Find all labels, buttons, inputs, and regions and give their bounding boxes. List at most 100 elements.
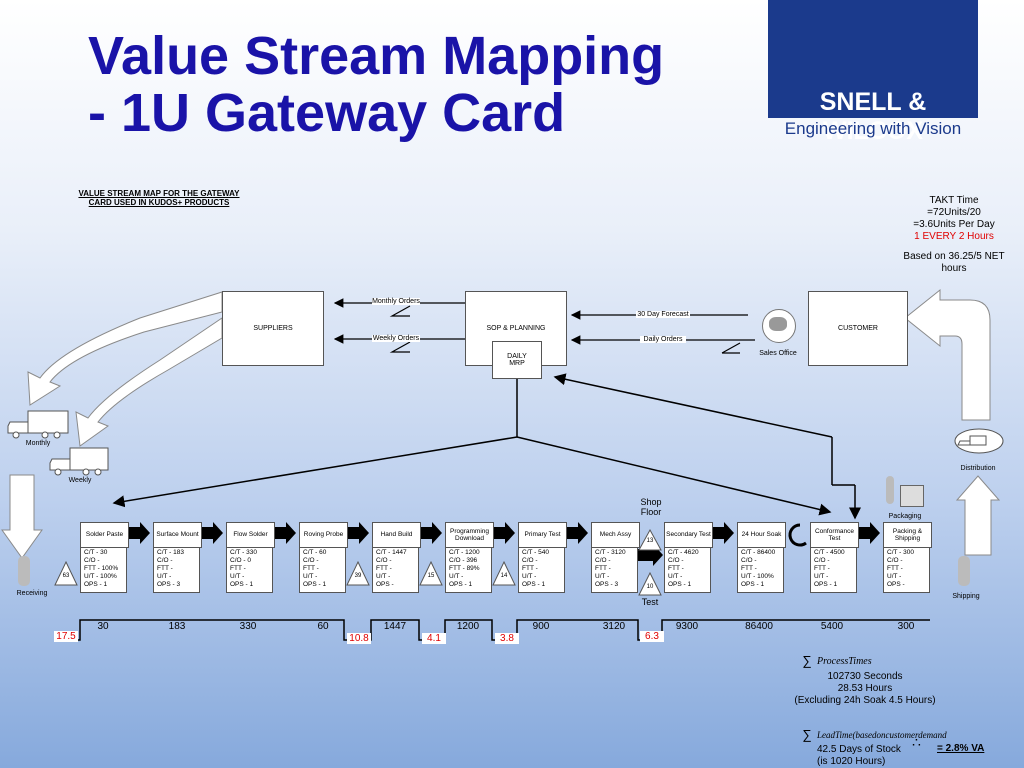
- process-name: Solder Paste: [80, 522, 129, 548]
- takt-line-1: TAKT Time: [929, 195, 979, 206]
- daily-mrp-label-1: DAILY: [507, 353, 527, 360]
- takt-time-note: TAKT Time =72Units/20 =3.6Units Per Day …: [890, 195, 1018, 275]
- inventory-shop-floor: 13: [646, 538, 654, 544]
- process-data-box: C/T - 30 C/O - FTT - 100% U/T - 100% OPS…: [80, 547, 127, 593]
- packaging-icon: [900, 485, 924, 507]
- process-data-box: C/T - 3120 C/O - FTT - U/T - OPS - 3: [591, 547, 638, 593]
- timeline-process-time: 60: [317, 621, 329, 632]
- process-name: Hand Build: [372, 522, 421, 548]
- takt-line-6: hours: [941, 263, 967, 274]
- timeline-ladder: [55, 619, 930, 641]
- distribution-truck-icon: [954, 428, 1004, 454]
- logo-name: SNELL & WILCOX: [819, 88, 927, 145]
- customer-label: CUSTOMER: [838, 325, 878, 332]
- process-data-box: C/T - 4620 C/O - FTT - U/T - OPS - 1: [664, 547, 711, 593]
- process-data-box: C/T - 60 C/O - FTT - U/T - OPS - 1: [299, 547, 346, 593]
- page-title: Value Stream Mapping - 1U Gateway Card: [88, 26, 665, 144]
- suppliers-label: SUPPLIERS: [253, 325, 293, 332]
- title-line-1: Value Stream Mapping: [88, 26, 665, 86]
- process-name: 24 Hour Soak: [737, 522, 786, 548]
- process-name: Packing & Shipping: [883, 522, 932, 548]
- process-times-label: ProcessTimes: [817, 656, 872, 667]
- process-name: Flow Solder: [226, 522, 275, 548]
- packaging-label: Packaging: [888, 513, 922, 520]
- process-name: Roving Probe: [299, 522, 348, 548]
- map-caption: VALUE STREAM MAP FOR THE GATEWAY CARD US…: [40, 189, 278, 207]
- takt-line-4: 1 EVERY 2 Hours: [914, 231, 994, 242]
- process-data-box: C/T - 1447 C/O - FTT - U/T - OPS -: [372, 547, 419, 593]
- inventory-triangles: [54, 528, 662, 596]
- therefore-icon: ∴: [912, 734, 921, 750]
- timeline-process-time: 9300: [675, 621, 699, 632]
- process-name: Surface Mount: [153, 522, 202, 548]
- daily-mrp-label-2: MRP: [509, 360, 525, 367]
- packaging-worker-icon: [886, 476, 894, 504]
- process-name: Mech Assy: [591, 522, 640, 548]
- process-name: Conformance Test: [810, 522, 859, 548]
- process-data-box: C/T - 183 C/O - FTT - U/T - OPS - 3: [153, 547, 200, 593]
- timeline-process-time: 3120: [602, 621, 626, 632]
- inventory-programming: 15: [427, 573, 435, 579]
- timeline-wait-time: 17.5: [54, 631, 78, 642]
- daily-mrp-box: DAILY MRP: [492, 341, 542, 379]
- forecast-label: 30 Day Forecast: [636, 311, 690, 318]
- title-line-2: - 1U Gateway Card: [88, 83, 566, 144]
- timeline-wait-time: 3.8: [495, 633, 519, 644]
- soak-cycle-icon: [788, 523, 807, 547]
- receiving-arrow: [1, 474, 43, 559]
- distribution-label: Distribution: [960, 465, 996, 472]
- monthly-truck-icon: [7, 410, 69, 439]
- process-name: Secondary Test: [664, 522, 713, 548]
- takt-line-3: =3.6Units Per Day: [913, 219, 995, 230]
- timeline-process-time: 30: [97, 621, 109, 632]
- inventory-solder-paste: 63: [62, 573, 70, 579]
- shop-floor-line-1: Shop: [640, 497, 662, 507]
- sales-office-label: Sales Office: [759, 350, 797, 357]
- timeline-process-time: 183: [168, 621, 186, 632]
- process-data-box: C/T - 1200 C/O - 396 FTT - 89% U/T - OPS…: [445, 547, 492, 593]
- customer-box: CUSTOMER: [808, 291, 908, 366]
- timeline-wait-time: 6.3: [640, 631, 664, 642]
- process-seconds: 102730 Seconds: [827, 671, 903, 682]
- customer-return-arrow: [904, 288, 991, 421]
- map-caption-line-2: CARD USED IN KUDOS+ PRODUCTS: [88, 198, 230, 207]
- process-excluding: (Excluding 24h Soak 4.5 Hours): [794, 695, 936, 706]
- process-data-box: C/T - 4500 C/O - FTT - U/T - OPS - 1: [810, 547, 857, 593]
- takt-line-5: Based on 36.25/5 NET: [903, 251, 1005, 262]
- receiving-label: Receiving: [16, 590, 48, 597]
- receiving-worker-icon: [18, 556, 30, 586]
- process-data-box: C/T - 330 C/O - 0 FTT - U/T - OPS - 1: [226, 547, 273, 593]
- process-hours: 28.53 Hours: [837, 683, 893, 694]
- process-data-box: C/T - 300 C/O - FTT - U/T - OPS -: [883, 547, 930, 593]
- lead-time-label: LeadTime(basedoncustomerdemand: [817, 730, 947, 740]
- process-data-box: C/T - 540 C/O - FTT - U/T - OPS - 1: [518, 547, 565, 593]
- timeline-process-time: 5400: [820, 621, 844, 632]
- map-caption-line-1: VALUE STREAM MAP FOR THE GATEWAY: [78, 189, 240, 198]
- inventory-hand-build: 39: [354, 573, 362, 579]
- monthly-orders-label: Monthly Orders: [372, 298, 420, 305]
- monthly-label: Monthly: [25, 440, 51, 447]
- days-of-stock: 42.5 Days of Stock: [817, 744, 901, 755]
- lead-sigma-icon: ∑: [802, 727, 812, 742]
- process-name: Primary Test: [518, 522, 567, 548]
- daily-orders-label: Daily Orders: [640, 336, 686, 343]
- supplier-to-monthly-arrow: [27, 291, 223, 406]
- inventory-primary-test: 14: [500, 573, 508, 579]
- process-data-box: C/T - 86400 C/O - FTT - U/T - 100% OPS -…: [737, 547, 784, 593]
- takt-line-2: =72Units/20: [927, 207, 981, 218]
- suppliers-box: SUPPLIERS: [222, 291, 324, 366]
- globe-icon: [762, 309, 796, 343]
- shipping-arrow: [955, 475, 1001, 556]
- stock-hours: (is 1020 Hours): [817, 756, 886, 767]
- timeline-process-time: 86400: [745, 621, 773, 632]
- shop-floor-line-2: Floor: [640, 507, 662, 517]
- timeline-process-time: 1447: [383, 621, 407, 632]
- weekly-orders-label: Weekly Orders: [372, 335, 420, 342]
- timeline-process-time: 300: [897, 621, 915, 632]
- weekly-label: Weekly: [68, 477, 92, 484]
- shipping-worker-icon: [958, 556, 970, 586]
- company-logo: SNELL & WILCOX: [768, 0, 978, 145]
- timeline-process-time: 900: [532, 621, 550, 632]
- shipping-label: Shipping: [952, 593, 980, 600]
- logo-tagline: Engineering with Vision: [784, 119, 962, 138]
